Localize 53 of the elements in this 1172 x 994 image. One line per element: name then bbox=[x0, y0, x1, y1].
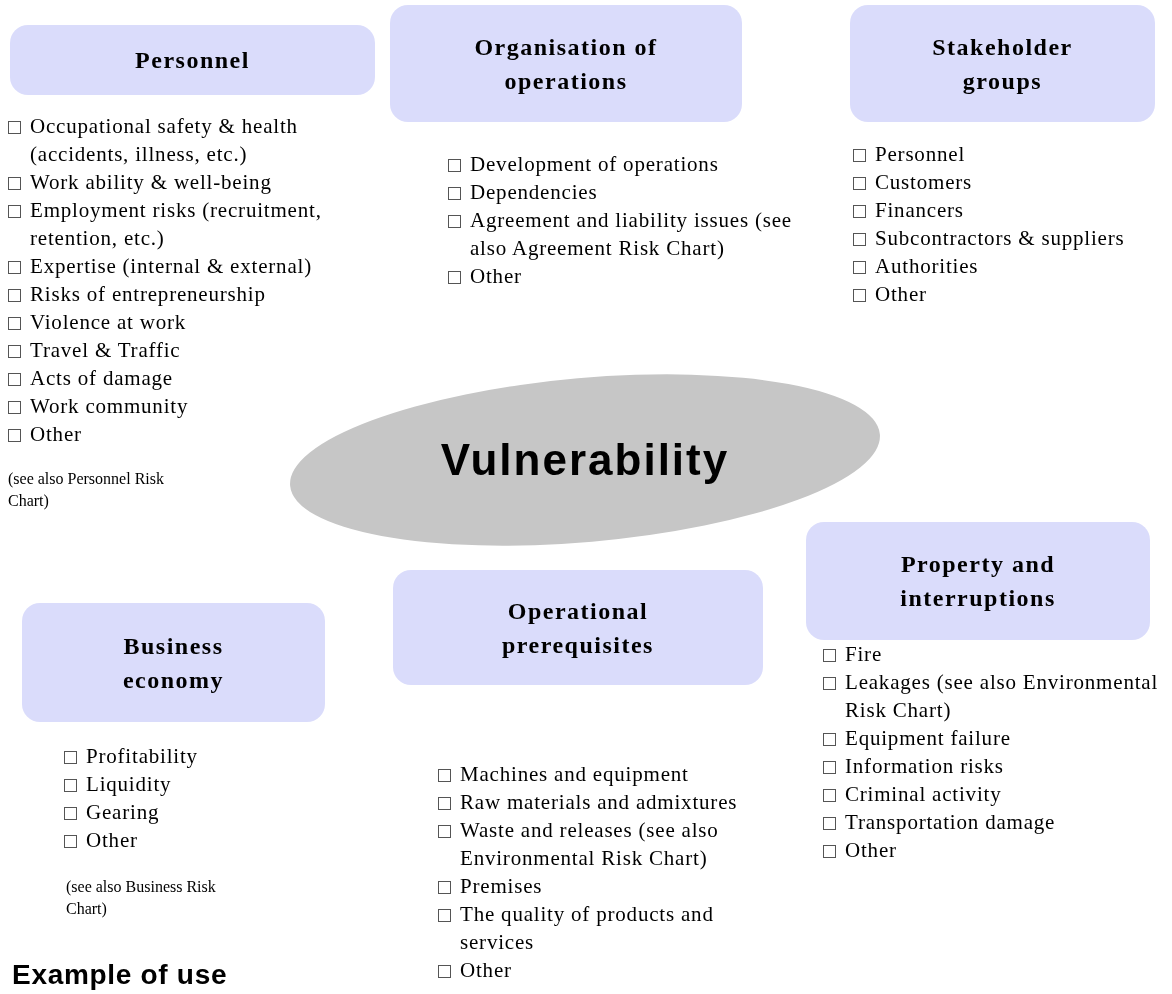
checklist-item: Subcontractors & suppliers bbox=[875, 225, 1125, 252]
checklist-item: Information risks bbox=[845, 753, 1004, 780]
checklist-item: Personnel bbox=[875, 141, 966, 168]
category-box bbox=[393, 570, 763, 685]
category-box bbox=[850, 5, 1155, 122]
category-heading: Business economy bbox=[121, 631, 226, 695]
checklist-item: Raw materials and admixtures bbox=[460, 789, 738, 816]
category-heading: Operational prerequisites bbox=[501, 596, 655, 660]
checklist-item: Waste and releases (see also Environmental Risk Chart) bbox=[460, 817, 720, 872]
checklist-item: Occupational safety & health (accidents, illness, etc.) bbox=[30, 113, 299, 168]
category-box bbox=[22, 603, 325, 722]
checklist-item: Violence at work bbox=[30, 309, 187, 336]
footer-heading: Example of use bbox=[12, 958, 229, 992]
checklist-item: Work ability & well-being bbox=[30, 169, 272, 196]
checklist-item: Equipment failure bbox=[845, 725, 1011, 752]
checklist-item: Work community bbox=[30, 393, 189, 420]
category-box bbox=[10, 25, 375, 95]
checklist-item: Transportation damage bbox=[845, 809, 1056, 836]
category-box bbox=[390, 5, 742, 122]
note-text: (see also Personnel Risk Chart) bbox=[8, 469, 165, 512]
checklist-item: The quality of products and services bbox=[460, 901, 715, 956]
category-heading: Property and interruptions bbox=[899, 550, 1057, 613]
checklist-item: Gearing bbox=[86, 799, 160, 826]
checklist-item: Fire bbox=[845, 641, 883, 668]
checklist-item: Profitability bbox=[86, 743, 198, 770]
checklist-item: Other bbox=[845, 837, 897, 864]
note-text: (see also Business Risk Chart) bbox=[66, 877, 217, 920]
checklist-item: Expertise (internal & external) bbox=[30, 253, 312, 280]
checklist-item: Other bbox=[86, 827, 138, 854]
checklist-item: Financers bbox=[875, 197, 964, 224]
checklist-item: Risks of entrepreneurship bbox=[30, 281, 266, 308]
center-title: Vulnerability bbox=[440, 434, 730, 486]
checklist-item: Agreement and liability issues (see also Agreement Risk Chart) bbox=[470, 207, 793, 262]
checklist-item: Other bbox=[30, 421, 82, 448]
checklist-item: Authorities bbox=[875, 253, 979, 280]
checklist-item: Development of operations bbox=[470, 151, 719, 178]
checklist-item: Leakages (see also Environmental Risk Chart) bbox=[845, 669, 1160, 724]
checklist-item: Machines and equipment bbox=[460, 761, 689, 788]
category-heading: Personnel bbox=[135, 46, 250, 75]
checklist-item: Other bbox=[470, 263, 522, 290]
checklist-item: Other bbox=[460, 957, 512, 984]
checklist-item: Acts of damage bbox=[30, 365, 173, 392]
category-heading: Organisation of operations bbox=[473, 32, 659, 96]
checklist-item: Premises bbox=[460, 873, 543, 900]
checklist-item: Criminal activity bbox=[845, 781, 1002, 808]
checklist-item: Liquidity bbox=[86, 771, 172, 798]
checklist-item: Dependencies bbox=[470, 179, 598, 206]
checklist-item: Other bbox=[875, 281, 927, 308]
category-box bbox=[806, 522, 1150, 640]
checklist-item: Customers bbox=[875, 169, 973, 196]
checklist-item: Employment risks (recruitment, retention, etc.) bbox=[30, 197, 323, 252]
category-heading: Stakeholder groups bbox=[931, 32, 1074, 96]
checklist-item: Travel & Traffic bbox=[30, 337, 181, 364]
